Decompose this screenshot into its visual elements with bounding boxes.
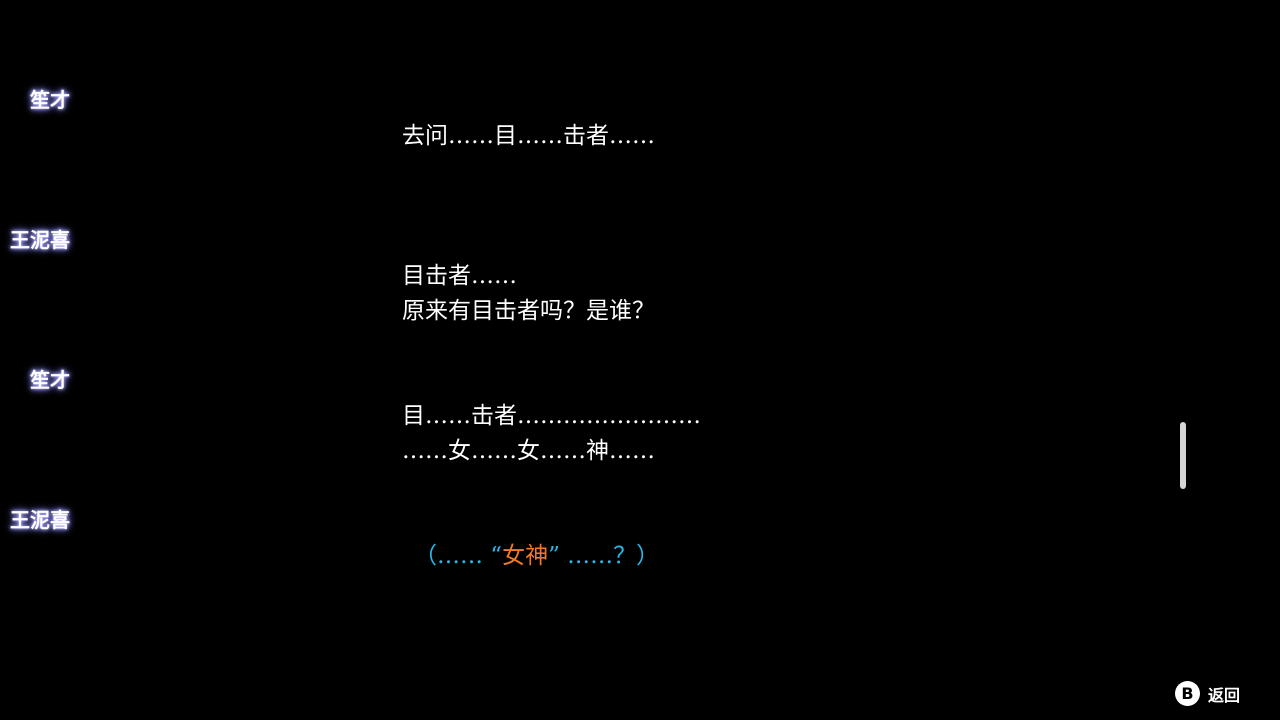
b-button-icon: B	[1175, 681, 1200, 706]
dialogue-line: 去问……目……击者……	[402, 123, 655, 149]
dialogue-line: 目击者……	[402, 263, 517, 289]
dialogue-line: 原来有目击者吗？是谁？	[402, 298, 655, 324]
inner-thought-line: （…… “女神” ……？）	[414, 541, 659, 571]
thought-text: ” ……？）	[548, 543, 660, 569]
thought-text: （…… “	[414, 543, 503, 569]
speaker-name: 王泥喜	[10, 228, 70, 252]
dialogue-line: 目……击者……………………	[402, 403, 701, 429]
back-label: 返回	[1208, 685, 1241, 705]
dialogue-line: ……女……女……神……	[402, 438, 655, 464]
highlighted-keyword: 女神	[502, 543, 549, 569]
speaker-name: 笙才	[30, 368, 70, 392]
speaker-name: 王泥喜	[10, 508, 70, 532]
speaker-name: 笙才	[30, 88, 70, 112]
back-button[interactable]: B 返回	[1175, 681, 1240, 706]
backlog-scrollbar[interactable]	[1180, 422, 1186, 489]
